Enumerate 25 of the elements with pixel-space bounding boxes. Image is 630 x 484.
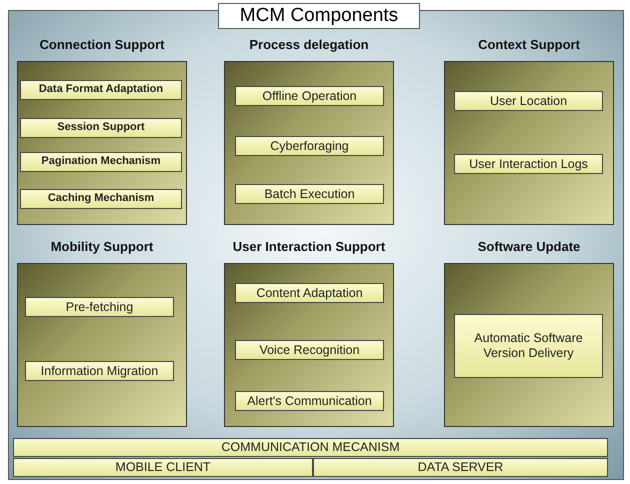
layer-bar: MOBILE CLIENT (13, 458, 313, 477)
group-heading: Connection Support (38, 37, 166, 52)
group-heading: Mobility Support (50, 239, 154, 254)
component-box: Voice Recognition (235, 340, 384, 360)
component-box: Automatic Software Version Delivery (454, 314, 603, 378)
component-box: Cyberforaging (235, 136, 384, 156)
component-box: Data Format Adaptation (20, 80, 182, 100)
group-heading: Software Update (476, 239, 582, 254)
component-box: Information Migration (25, 361, 174, 381)
layer-bar: DATA SERVER (313, 458, 608, 477)
component-box: Session Support (20, 118, 182, 138)
component-box: Content Adaptation (235, 283, 384, 303)
frame-heading: MCM Components (218, 3, 420, 29)
component-box: User Interaction Logs (454, 154, 603, 174)
component-box: Pagination Mechanism (20, 152, 182, 172)
component-box: Offline Operation (235, 86, 384, 106)
component-box: Alert's Communication (235, 391, 384, 411)
component-box: Pre-fetching (25, 297, 174, 317)
component-box: User Location (454, 91, 603, 111)
group-heading: Context Support (477, 37, 581, 52)
group-heading: User Interaction Support (232, 239, 386, 254)
component-box: Batch Execution (235, 184, 384, 204)
group-heading: Process delegation (248, 37, 370, 52)
component-box: Caching Mechanism (20, 189, 182, 209)
layer-bar: COMMUNICATION MECANISM (13, 438, 608, 457)
